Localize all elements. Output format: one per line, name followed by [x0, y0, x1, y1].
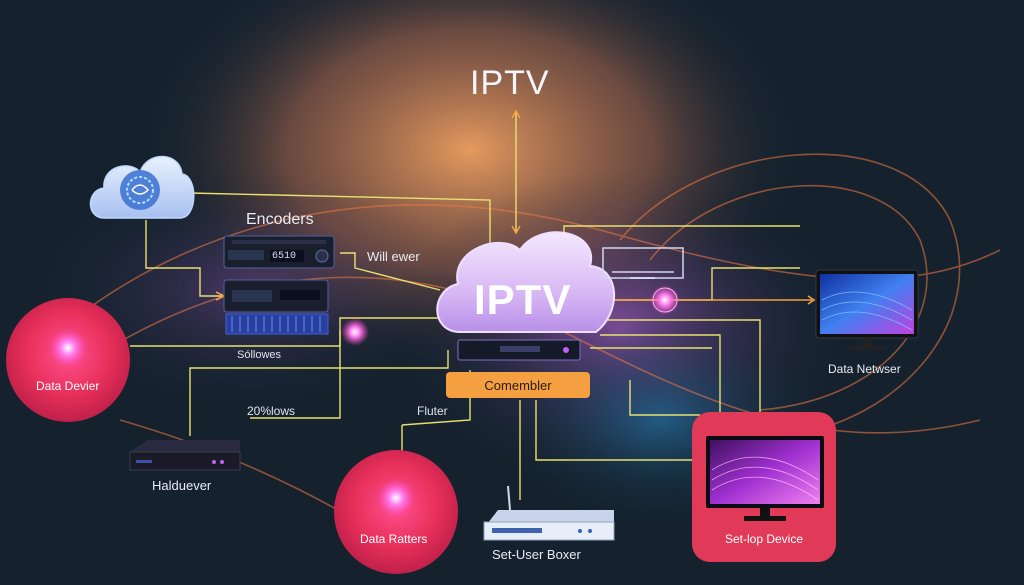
set-top-device-label: Set-lop Device — [724, 532, 804, 546]
monitor-outline-icon — [602, 247, 684, 279]
set-user-boxer-label: Set-User Boxer — [492, 547, 581, 562]
data-ratters-label: Data Ratters — [360, 532, 428, 546]
data-netwser-label: Data Netwser — [828, 362, 901, 376]
fluter-label: Fluter — [417, 404, 448, 418]
cloud-storage-icon — [89, 155, 195, 219]
router-device — [483, 485, 615, 541]
set-top-device-node — [692, 412, 836, 562]
data-ratters-node — [334, 450, 458, 574]
spark-node — [650, 285, 680, 315]
will-ewer-label: Will ewer — [367, 249, 420, 264]
percent-lows-label: 20%lows — [247, 404, 296, 418]
combiner-device — [446, 339, 590, 398]
encoder-device-2 — [223, 279, 329, 335]
sollowes-label: Sóllowes — [237, 349, 282, 361]
diagram-title: IPTV — [470, 64, 550, 102]
haldueever-label: Halduever — [152, 478, 212, 493]
combiner-label: Comembler — [484, 378, 552, 393]
iptv-cloud-hub — [436, 231, 616, 333]
data-network-monitor — [815, 269, 919, 350]
encoders-label: Encoders — [246, 211, 314, 228]
encoder-display-text: 6510 — [272, 251, 297, 262]
encoder-device — [223, 235, 335, 269]
spark-ring — [652, 287, 678, 313]
spark-node — [341, 318, 369, 346]
data-devier-label: Data Devier — [36, 379, 100, 393]
hardware-box — [129, 440, 241, 471]
hub-label: IPTV — [474, 276, 572, 323]
data-devier-node — [6, 298, 130, 422]
